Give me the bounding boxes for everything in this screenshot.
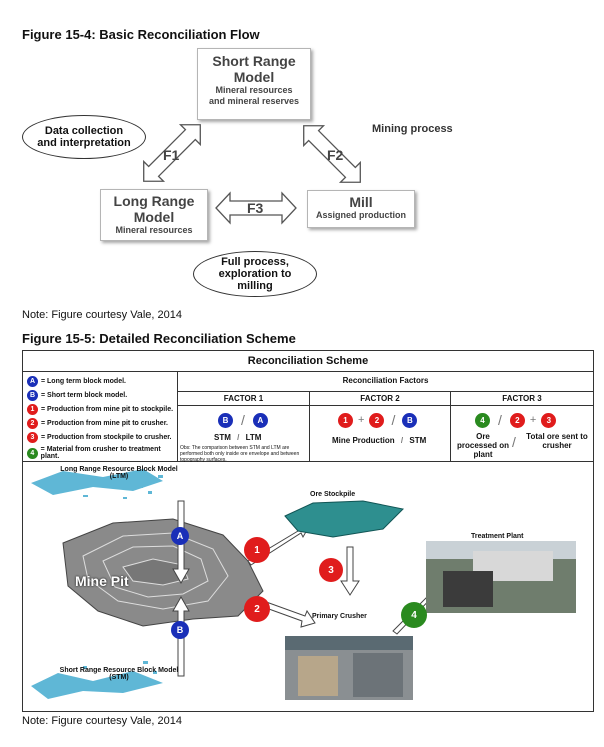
marker-a-icon: A [27,376,38,387]
short-range-model-box: Short Range Model Mineral resources and … [197,48,311,120]
flow-arrows [143,124,361,225]
factor-2-plus: + [358,414,365,426]
factor-3-4-icon: 4 [475,412,490,428]
flow-marker-4-icon: 4 [401,602,427,628]
primary-crusher-image [285,636,413,700]
factor-1-note: Obs: The comparison between STM and LTM … [180,445,300,463]
marker-1-icon: 1 [27,404,38,415]
full-process-ellipse: Full process, exploration to milling [193,251,317,297]
figure-15-4-title: Figure 15-4: Basic Reconciliation Flow [22,27,260,42]
f2-label: F2 [327,147,344,163]
factor-1-denominator: LTM [245,433,262,442]
legend-item-3: 3= Production from stockpile to crusher. [27,432,172,443]
treatment-plant-label: Treatment Plant [471,533,524,540]
data-collection-label: Data collection and interpretation [37,125,131,149]
treatment-plant-image [426,541,576,613]
flow-marker-1-icon: 1 [244,537,270,563]
factor-2-numerator: Mine Production [332,436,395,445]
legend-item-b: B= Short term block model. [27,390,127,401]
f1-double-arrow [143,124,201,182]
factor-3-numerator: Ore processed on plant [456,432,509,459]
factor-3-title: FACTOR 3 [451,392,593,406]
ore-stockpile-label: Ore Stockpile [310,491,356,498]
factor-1-cell: FACTOR 1 B / A STM / LTM Obs: The compar… [178,392,310,463]
legend-item-a: A= Long term block model. [27,376,126,387]
ltm-block-model-image [31,469,163,499]
primary-crusher-label: Primary Crusher [312,613,367,620]
figure-15-4-note: Note: Figure courtesy Vale, 2014 [22,309,182,321]
marker-4-icon: 4 [27,447,38,459]
arrow-3 [340,546,360,596]
factor-1-divide: / [241,412,245,428]
f2-double-arrow [303,125,361,183]
factor-3-denominator: Total ore sent to crusher [526,432,588,450]
factor-1-b-icon: B [218,412,233,428]
factor-3-3-icon: 3 [541,412,557,428]
long-range-model-title: Long Range Model [113,193,195,225]
factor-3-2-icon: 2 [509,412,525,428]
f3-double-arrow [215,191,297,225]
marker-2-icon: 2 [27,418,38,429]
factor-2-b-icon: B [402,412,418,428]
ltm-label: Long Range Resource Block Model (LTM) [60,466,178,480]
mine-pit-label: Mine Pit [75,573,129,589]
scheme-title: Reconciliation Scheme [23,351,593,372]
figure-15-5-note: Note: Figure courtesy Vale, 2014 [22,715,182,727]
factor-2-title: FACTOR 2 [310,392,450,406]
data-collection-ellipse: Data collection and interpretation [22,115,146,159]
factor-2-cell: FACTOR 2 1 + 2 / B Mine Production / STM [310,392,451,462]
mill-title: Mill [349,194,373,210]
flow-marker-3-icon: 3 [319,558,343,582]
legend-item-1: 1= Production from mine pit to stockpile… [27,404,173,415]
stm-label: Short Range Resource Block Model (STM) [59,667,179,681]
long-range-model-box: Long Range Model Mineral resources [100,189,208,241]
figure-15-5-title: Figure 15-5: Detailed Reconciliation Sch… [22,331,296,346]
pit-marker-a-icon: A [171,527,189,545]
reconciliation-scheme: Reconciliation Scheme A= Long term block… [22,350,594,712]
short-range-model-title: Short Range Model [212,53,296,85]
legend-item-2: 2= Production from mine pit to crusher. [27,418,168,429]
marker-3-icon: 3 [27,432,38,443]
f1-label: F1 [163,147,180,163]
mill-subtitle: Assigned production [316,210,406,220]
factors-header: Reconciliation Factors [178,371,593,392]
pit-marker-b-icon: B [171,621,189,639]
mining-process-label: Mining process [372,123,453,135]
factor-3-cell: FACTOR 3 4 / 2 + 3 Ore processed on plan… [451,392,593,462]
factor-1-title: FACTOR 1 [178,392,309,406]
scheme-illustration [31,469,576,700]
factor-1-a-icon: A [252,412,268,428]
long-range-model-subtitle: Mineral resources [115,225,193,235]
mill-box: Mill Assigned production [307,190,415,228]
factor-1-numerator: STM [214,433,231,442]
factor-2-denominator: STM [409,436,427,445]
marker-b-icon: B [27,390,38,401]
full-process-label: Full process, exploration to milling [218,256,292,292]
short-range-model-subtitle: Mineral resources and mineral reserves [208,85,300,106]
flow-marker-2-icon: 2 [244,596,270,622]
f3-label: F3 [247,200,264,216]
mine-pit-image [62,518,264,627]
factor-2-2-icon: 2 [369,412,385,428]
legend-box: A= Long term block model. B= Short term … [23,371,178,462]
legend-item-4: 4= Material from crusher to treatment pl… [27,446,177,460]
factor-2-1-icon: 1 [338,412,353,428]
stm-block-model-image [31,661,163,699]
ore-stockpile-image [284,500,405,538]
